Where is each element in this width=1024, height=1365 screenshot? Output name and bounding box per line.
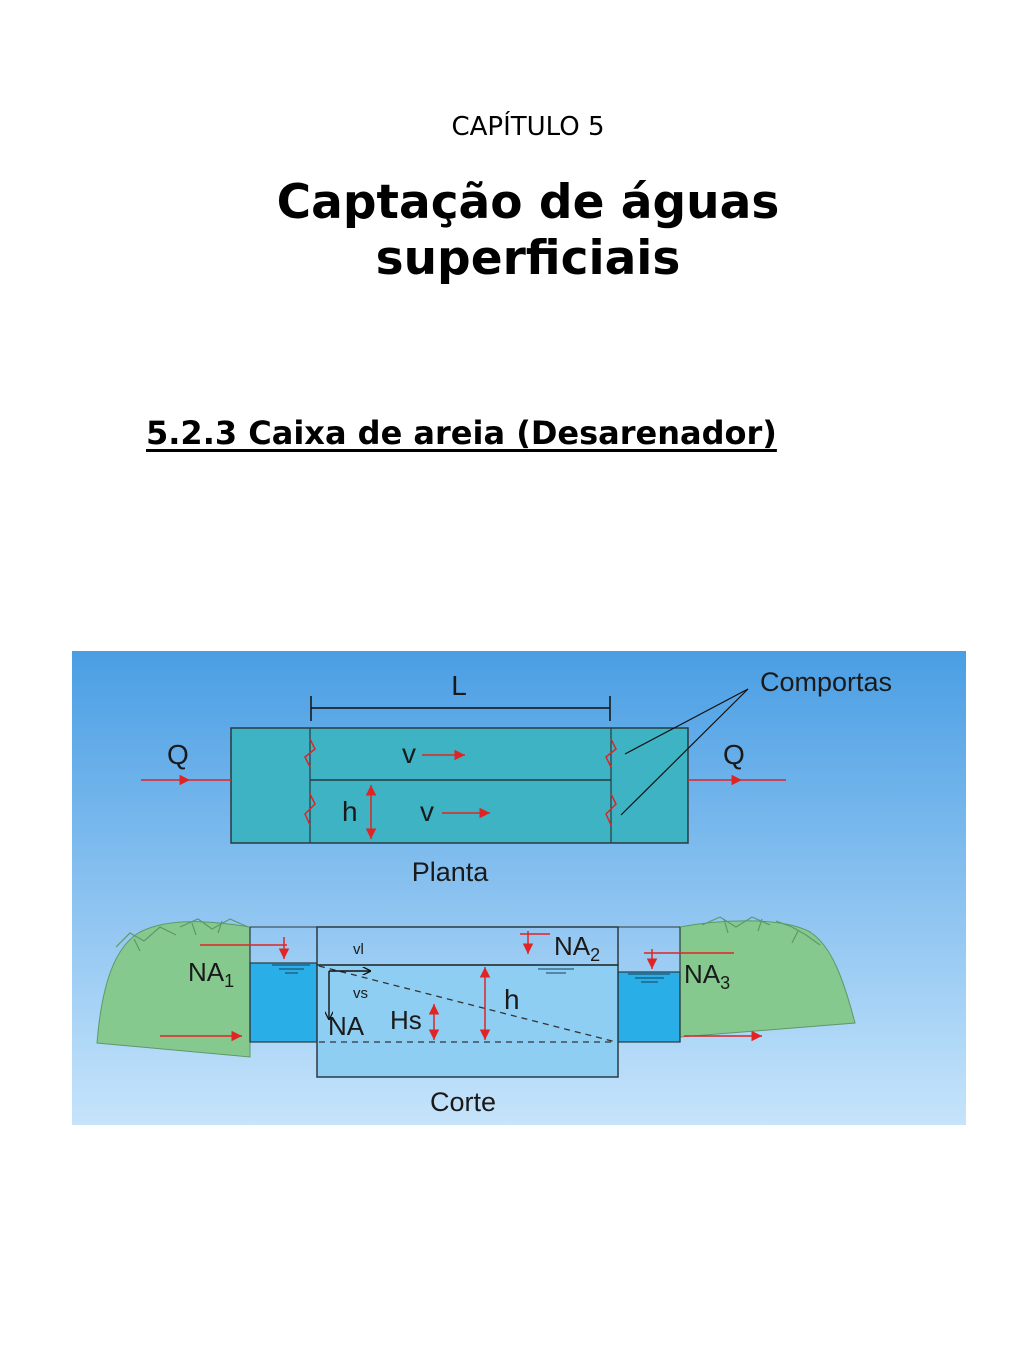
width-label: h [342,796,358,827]
gates-pointer-upper [624,688,749,755]
na3-label: NA3 [684,959,730,993]
section-view: NA1 NA2 NA3 vl vs NA Hs [96,916,856,1117]
page-title: Captação de águas superficiais [0,175,1024,287]
na-label: NA [328,1011,365,1041]
vl-label: vl [353,941,364,958]
settling-trajectory [318,965,617,1043]
length-label: L [451,670,467,701]
section-caption: Corte [430,1087,496,1117]
na1-label: NA1 [188,957,234,991]
plan-caption: Planta [412,857,490,887]
velocity-top-label: v [402,738,416,769]
gates-label: Comportas [760,667,892,697]
plan-view: L Q Q v v [141,667,892,887]
inlet-water [249,962,318,1043]
na2-label: NA2 [554,931,600,965]
depth-label: h [504,984,520,1015]
title-line-1: Captação de águas [276,175,780,230]
gate-symbols [304,738,617,826]
chapter-label: CAPÍTULO 5 [451,112,605,142]
ground-left [96,921,251,1058]
gates-pointer-lower [620,688,749,816]
inflow-label: Q [167,739,189,770]
vs-label: vs [353,985,368,1002]
plan-channel [230,727,689,844]
outlet-water [617,971,681,1043]
outflow-label: Q [723,739,745,770]
hs-label: Hs [390,1005,422,1035]
sand-trap-diagram: L Q Q v v [72,651,966,1125]
section-heading: 5.2.3 Caixa de areia (Desarenador) [146,414,777,452]
settling-chamber [316,964,619,1078]
title-line-2: superficiais [375,231,681,286]
velocity-bottom-label: v [420,796,434,827]
